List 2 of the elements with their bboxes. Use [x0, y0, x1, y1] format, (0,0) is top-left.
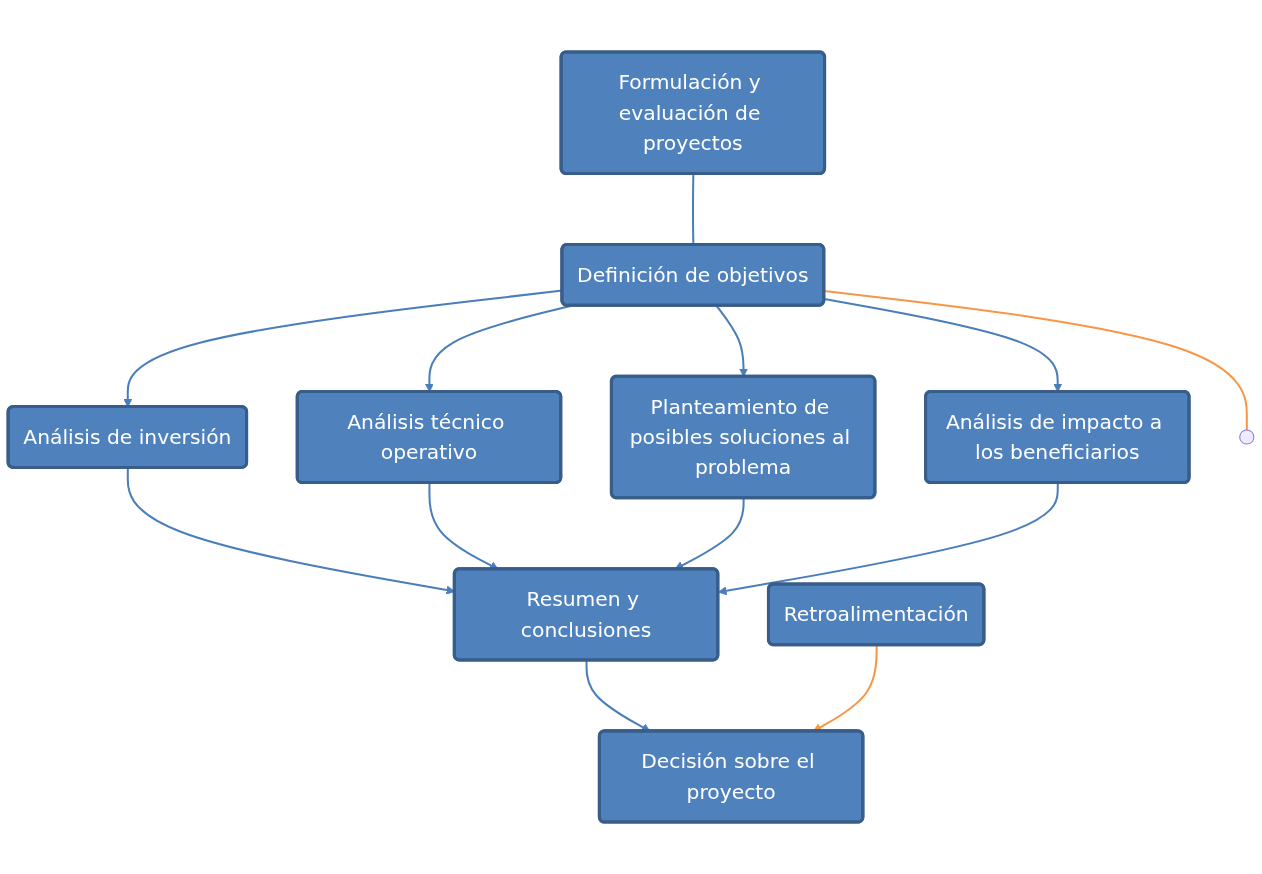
connector — [824, 289, 1248, 430]
connector — [692, 174, 695, 245]
